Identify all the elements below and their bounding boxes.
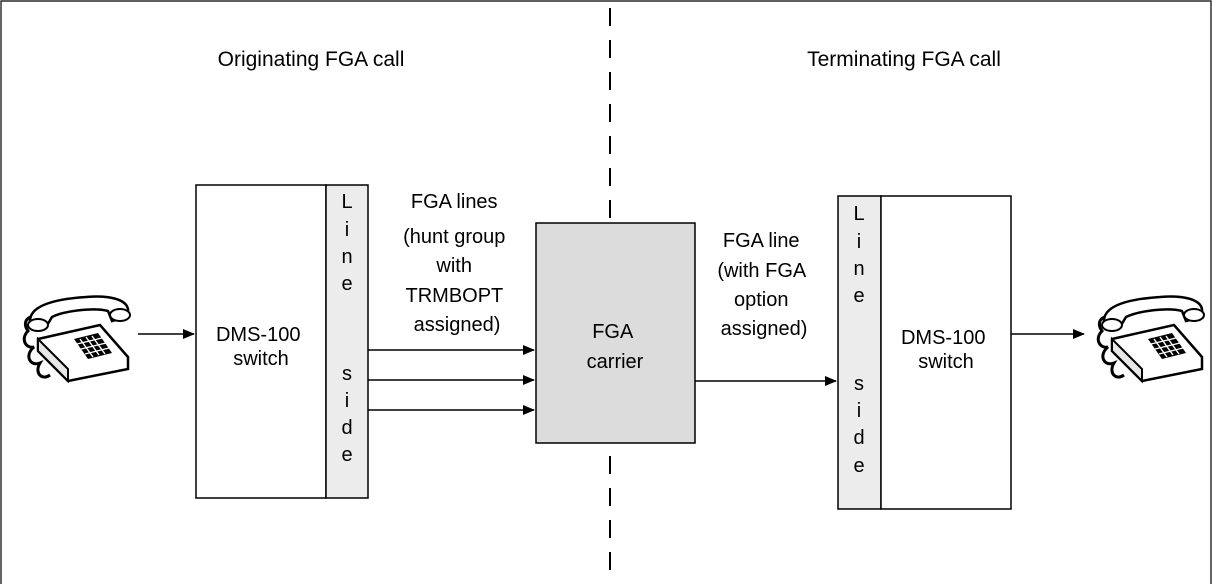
left-line-side-box: [325, 184, 369, 499]
left-switch-label-line: switch: [233, 348, 289, 370]
right-switch-label-line: switch: [918, 351, 974, 373]
terminating-title: Terminating FGA call: [807, 48, 1001, 71]
svg-text:n: n: [853, 258, 864, 280]
originating-title: Originating FGA call: [218, 48, 405, 71]
svg-text:L: L: [853, 203, 864, 225]
left-switch-label-line: DMS-100: [216, 324, 300, 346]
svg-text:e: e: [341, 444, 352, 466]
svg-text:d: d: [341, 417, 352, 439]
right-switch-box: [880, 195, 1012, 510]
telephone-icon: [1096, 295, 1205, 384]
svg-text:i: i: [857, 231, 861, 253]
svg-text:i: i: [345, 219, 349, 241]
svg-text:d: d: [853, 427, 864, 449]
svg-text:e: e: [853, 455, 864, 477]
fga-carrier-label: FGA carrier: [587, 321, 644, 373]
svg-text:e: e: [341, 273, 352, 295]
right-line-side-box: [837, 195, 882, 510]
svg-text:i: i: [857, 400, 861, 422]
right-switch-label: DMS-100 switch: [901, 327, 991, 373]
fga-carrier-box: [535, 222, 696, 444]
fga-line-label: FGA line (with FGA option assigned): [717, 230, 810, 340]
svg-text:s: s: [854, 373, 864, 395]
svg-text:e: e: [853, 285, 864, 307]
fga-lines-label: FGA lines (hunt group with TRMBOPT assig…: [403, 191, 511, 336]
svg-text:L: L: [341, 191, 352, 213]
left-line-side-label: L i n e s i d e: [341, 191, 352, 466]
left-switch-label: DMS-100 switch: [216, 324, 306, 370]
telephone-icon: [22, 295, 131, 384]
right-switch-label-line: DMS-100: [901, 327, 985, 349]
right-line-side-label: L i n e s i d e: [853, 203, 864, 477]
svg-text:s: s: [342, 363, 352, 385]
svg-text:i: i: [345, 390, 349, 412]
svg-text:n: n: [341, 246, 352, 268]
